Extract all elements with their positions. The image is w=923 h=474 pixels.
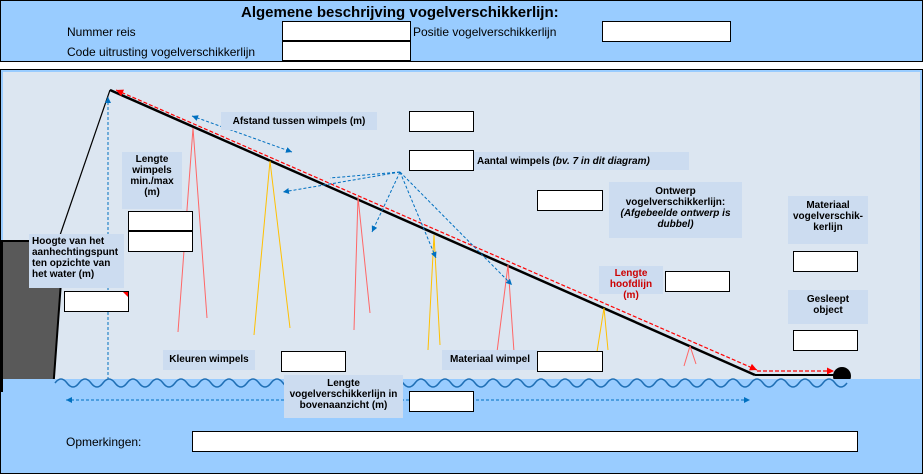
design-label-note: (Afgebeelde ontwerp is dubbel) bbox=[620, 208, 731, 230]
streamer-count-field[interactable] bbox=[409, 150, 474, 171]
trip-number-label: Nummer reis bbox=[67, 25, 136, 39]
position-field[interactable] bbox=[602, 21, 731, 42]
water-waves bbox=[54, 378, 848, 388]
attachment-height-field[interactable] bbox=[64, 291, 129, 312]
header-panel: Algemene beschrijving vogelverschikkerli… bbox=[0, 0, 923, 62]
streamer-count-label: Aantal wimpels (bv. 7 in dit diagram) bbox=[474, 152, 689, 170]
main-line-length-label: Lengte hoofdlijn (m) bbox=[599, 266, 663, 301]
towed-object-label: Gesleept object bbox=[788, 290, 868, 324]
streamer-count-label-main: Aantal wimpels bbox=[477, 156, 553, 167]
streamer-length-max-field[interactable] bbox=[128, 231, 193, 252]
aerial-length-label: Lengte vogelverschikkerlijn in bovenaanz… bbox=[284, 375, 403, 418]
device-code-field[interactable] bbox=[282, 41, 411, 61]
streamer-count-label-note: (bv. 7 in dit diagram) bbox=[552, 156, 650, 167]
streamer-material-label: Materiaal wimpel bbox=[442, 350, 538, 370]
main-line-length-field[interactable] bbox=[665, 271, 730, 292]
remarks-label: Opmerkingen: bbox=[66, 435, 142, 449]
form-title: Algemene beschrijving vogelverschikkerli… bbox=[241, 4, 559, 21]
streamer-length-min-field[interactable] bbox=[128, 211, 193, 231]
material-line-label: Materiaal vogelverschik-kerlijn bbox=[788, 196, 868, 244]
streamers bbox=[177, 127, 697, 367]
trip-number-field[interactable] bbox=[282, 21, 411, 41]
streamer-material-field[interactable] bbox=[537, 351, 603, 372]
design-label-title: Ontwerp vogelverschikkerlijn: bbox=[625, 186, 726, 208]
design-label: Ontwerp vogelverschikkerlijn: (Afgebeeld… bbox=[609, 182, 742, 238]
design-field[interactable] bbox=[537, 190, 603, 211]
streamer-colors-field[interactable] bbox=[281, 351, 346, 372]
device-code-label: Code uitrusting vogelverschikkerlijn bbox=[67, 45, 256, 59]
streamer-spacing-field[interactable] bbox=[409, 111, 474, 132]
material-line-field[interactable] bbox=[793, 251, 858, 272]
spacing-arrow bbox=[191, 115, 293, 153]
streamer-spacing-label: Afstand tussen wimpels (m) bbox=[221, 112, 377, 130]
streamer-length-label: Lengte wimpels min./max (m) bbox=[122, 152, 182, 209]
attachment-height-label: Hoogte van het aanhechtingspunt ten opzi… bbox=[29, 234, 124, 288]
attachment-height-marker bbox=[123, 292, 128, 297]
streamer-count-arrows bbox=[282, 171, 513, 286]
pole-line bbox=[57, 89, 111, 242]
aerial-length-field[interactable] bbox=[409, 391, 474, 412]
remarks-field[interactable] bbox=[192, 431, 858, 452]
position-label: Positie vogelverschikkerlijn bbox=[413, 25, 557, 39]
towed-object-field[interactable] bbox=[793, 330, 858, 351]
streamer-colors-label: Kleuren wimpels bbox=[163, 350, 255, 370]
